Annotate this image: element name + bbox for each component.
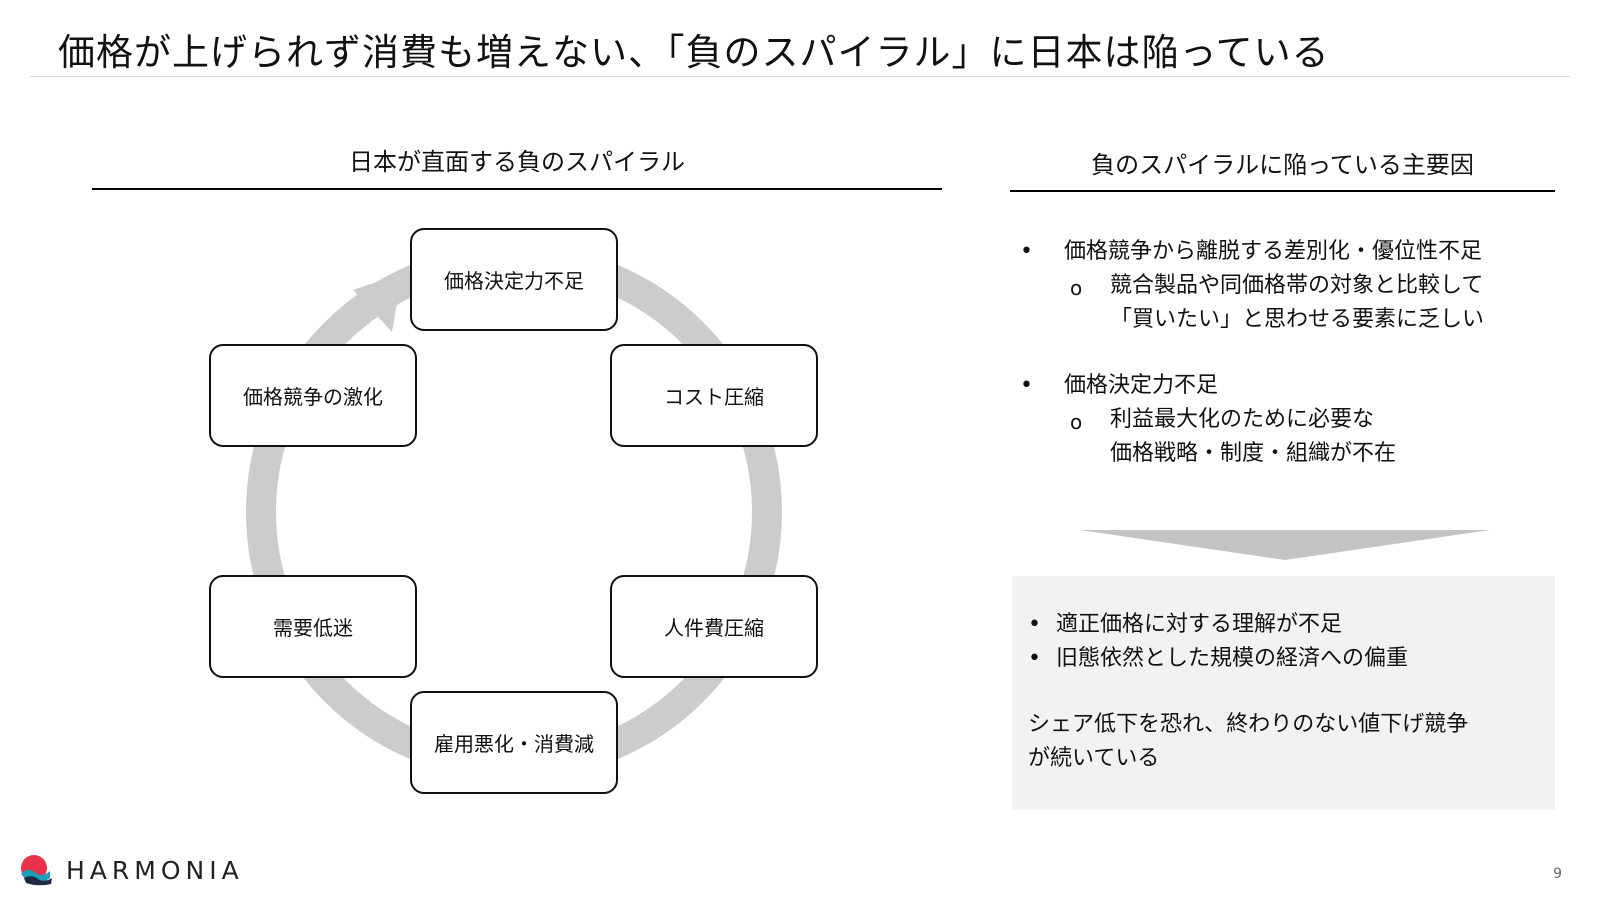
cycle-arrowhead xyxy=(353,273,402,332)
harmonia-logo: HARMONIA xyxy=(18,854,244,886)
cycle-node-pricing-power: 価格決定力不足 xyxy=(410,228,618,331)
cycle-node-price-competition: 価格競争の激化 xyxy=(209,344,417,447)
down-arrow-icon xyxy=(1080,530,1490,560)
bullet-dot: • xyxy=(1020,373,1033,398)
summary-item: • 旧態依然とした規模の経済への偏重 xyxy=(1028,642,1539,676)
summary-box: • 適正価格に対する理解が不足 • 旧態依然とした規模の経済への偏重 シェア低下… xyxy=(1012,576,1555,810)
bullet-dot: • xyxy=(1028,612,1041,637)
right-heading-rule xyxy=(1010,190,1555,192)
factor-text: 価格決定力不足 xyxy=(1064,373,1219,398)
factor-text: 価格競争から離脱する差別化・優位性不足 xyxy=(1064,239,1483,264)
slide-title: 価格が上げられず消費も増えない、「負のスパイラル」に日本は陥っている xyxy=(58,31,1330,74)
bullet-dot: • xyxy=(1020,239,1033,264)
conclusion-line: が続いている xyxy=(1028,746,1160,771)
sub-bullet-marker: o xyxy=(1070,276,1083,300)
sub-bullet-marker: o xyxy=(1070,410,1083,434)
summary-item-text: 適正価格に対する理解が不足 xyxy=(1056,612,1343,637)
harmonia-mark-icon xyxy=(21,855,52,886)
right-panel-heading: 負のスパイラルに陥っている主要因 xyxy=(1091,151,1474,179)
title-divider xyxy=(30,76,1570,77)
factor-list: • 価格競争から離脱する差別化・優位性不足 o 競合製品や同価格帯の対象と比較し… xyxy=(1020,235,1560,471)
factor-sub-bullet: o 競合製品や同価格帯の対象と比較して 「買いたい」と思わせる要素に乏しい xyxy=(1020,269,1560,337)
factor-bullet: • 価格競争から離脱する差別化・優位性不足 xyxy=(1020,235,1560,269)
summary-conclusion: シェア低下を恐れ、終わりのない値下げ競争 が続いている xyxy=(1028,708,1539,776)
cycle-node-cost-cutting: コスト圧縮 xyxy=(610,344,818,447)
factor-bullet: • 価格決定力不足 xyxy=(1020,369,1560,403)
summary-item: • 適正価格に対する理解が不足 xyxy=(1028,608,1539,642)
summary-item-text: 旧態依然とした規模の経済への偏重 xyxy=(1056,646,1409,671)
left-panel-heading: 日本が直面する負のスパイラル xyxy=(349,148,685,176)
page-number: 9 xyxy=(1553,866,1562,882)
factor-sub-line: 価格戦略・制度・組織が不在 xyxy=(1110,441,1397,466)
cycle-node-weak-demand: 需要低迷 xyxy=(209,575,417,678)
factor-sub-line: 競合製品や同価格帯の対象と比較して xyxy=(1110,273,1484,298)
logo-wordmark: HARMONIA xyxy=(66,855,244,885)
left-heading-rule xyxy=(92,188,942,190)
conclusion-line: シェア低下を恐れ、終わりのない値下げ競争 xyxy=(1028,712,1469,737)
cycle-node-labor-cost-cutting: 人件費圧縮 xyxy=(610,575,818,678)
factor-sub-bullet: o 利益最大化のために必要な 価格戦略・制度・組織が不在 xyxy=(1020,403,1560,471)
factor-sub-line: 「買いたい」と思わせる要素に乏しい xyxy=(1110,307,1485,332)
factor-sub-line: 利益最大化のために必要な xyxy=(1110,407,1375,432)
bullet-dot: • xyxy=(1028,646,1041,671)
cycle-ring xyxy=(246,244,782,780)
cycle-node-employment-consumption: 雇用悪化・消費減 xyxy=(410,691,618,794)
